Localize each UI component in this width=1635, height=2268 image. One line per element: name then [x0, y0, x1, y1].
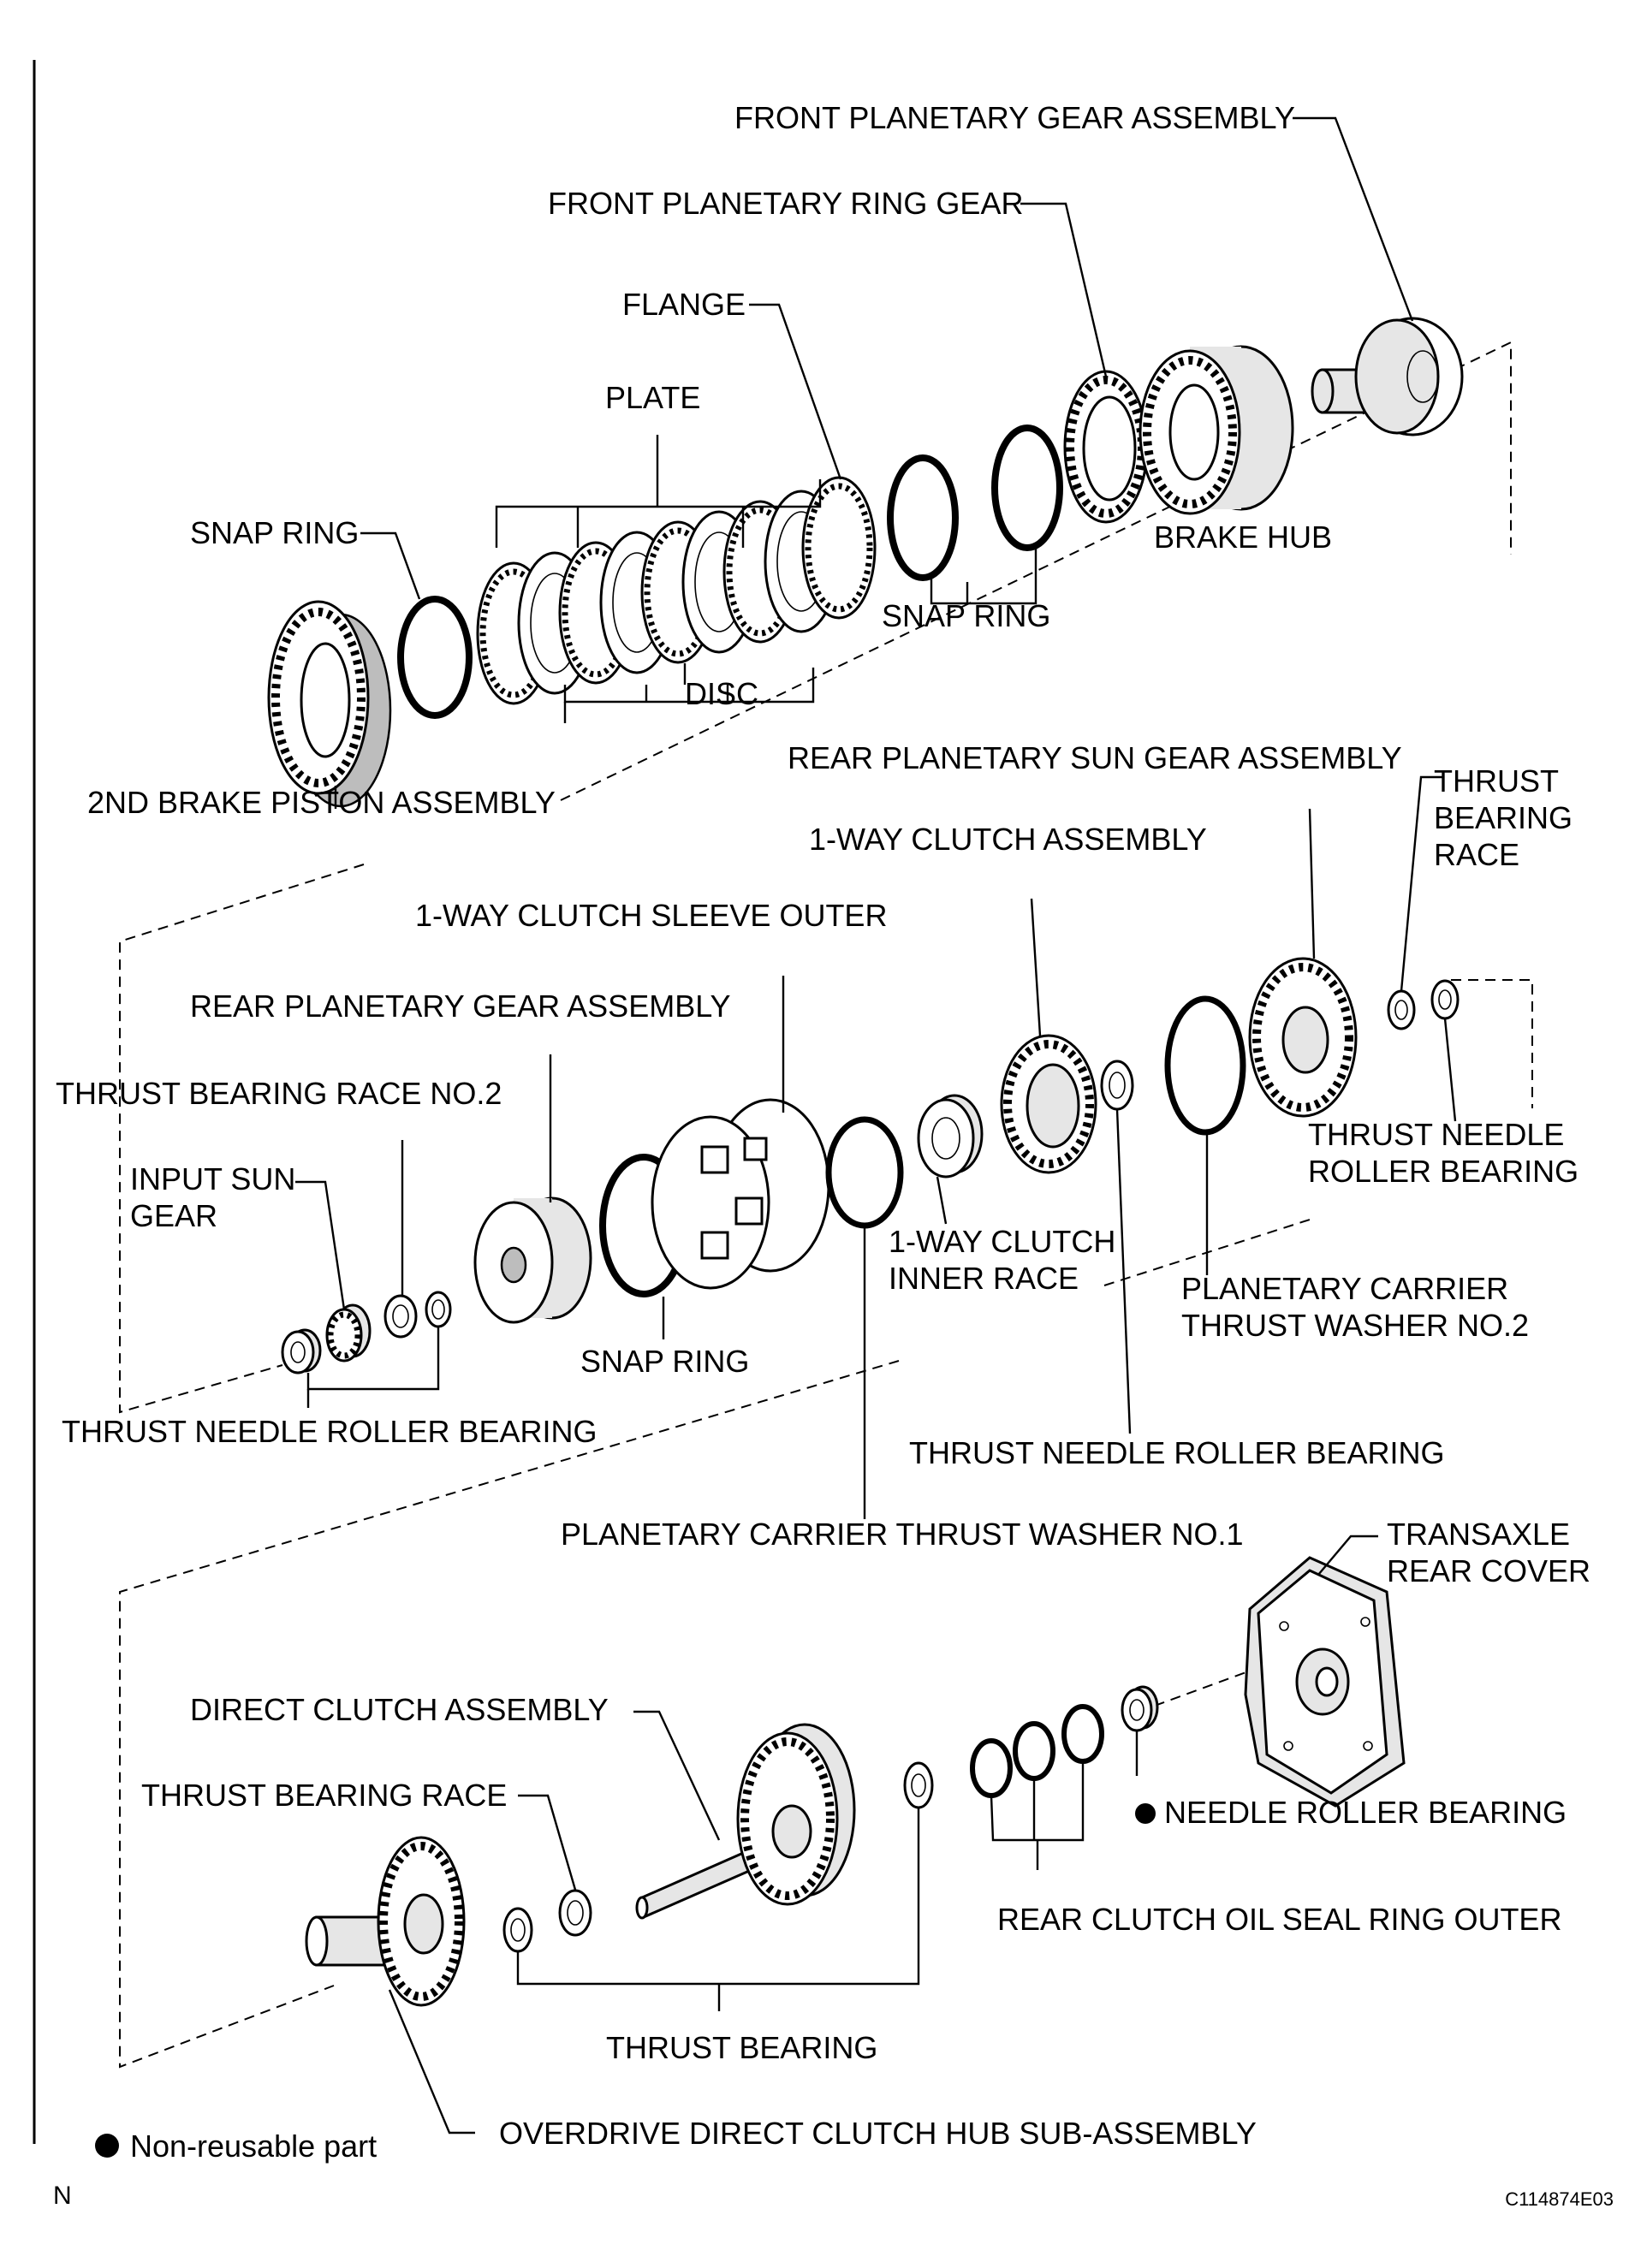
legend-text: Non-reusable part: [130, 2128, 377, 2164]
thrust-bearing-race-part-bottom: [558, 1889, 592, 1937]
second-brake-piston-part: [267, 600, 392, 808]
thrust-needle-bearing-part-2: [425, 1291, 452, 1328]
label-snap-ring-2: SNAP RING: [882, 598, 1050, 633]
label-rear-planetary-sun-gear-assembly: REAR PLANETARY SUN GEAR ASSEMBLY: [788, 740, 1402, 775]
label-thrust-bearing-race-top: THRUST BEARING RACE: [1434, 763, 1581, 872]
label-one-way-clutch-assembly: 1-WAY CLUTCH ASSEMBLY: [809, 822, 1207, 857]
label-disc: DISC: [685, 676, 758, 711]
label-front-planetary-gear-assembly: FRONT PLANETARY GEAR ASSEMBLY: [734, 100, 1295, 135]
label-needle-roller-bearing: NEEDLE ROLLER BEARING: [1164, 1795, 1567, 1830]
snap-ring-part-1: [397, 596, 473, 719]
snap-ring-part-2: [887, 425, 1063, 581]
label-thrust-needle-roller-bearing-left: THRUST NEEDLE ROLLER BEARING: [62, 1414, 597, 1449]
label-snap-ring-3: SNAP RING: [580, 1344, 749, 1379]
label-thrust-bearing-race-bottom: THRUST BEARING RACE: [141, 1778, 507, 1813]
label-rear-clutch-oil-seal-ring-outer: REAR CLUTCH OIL SEAL RING OUTER: [997, 1902, 1561, 1937]
label-overdrive-direct-clutch-hub: OVERDRIVE DIRECT CLUTCH HUB SUB-ASSEMBLY: [499, 2116, 1257, 2151]
one-way-clutch-inner-race-part: [917, 1094, 984, 1179]
clutch-pack-part: [476, 476, 877, 705]
label-plate: PLATE: [605, 380, 700, 415]
label-thrust-needle-roller-bearing-right: THRUST NEEDLE ROLLER BEARING: [1308, 1117, 1579, 1189]
thrust-bearing-race-part-top: [1387, 989, 1416, 1030]
thrust-bearing-part-right: [903, 1761, 934, 1809]
label-thrust-bearing-race-no2: THRUST BEARING RACE NO.2: [56, 1076, 502, 1111]
rear-clutch-oil-seal-ring-part: [970, 1704, 1104, 1798]
transaxle-rear-cover-part: [1244, 1556, 1406, 1808]
labels: FRONT PLANETARY GEAR ASSEMBLY FRONT PLAN…: [56, 100, 1590, 2151]
label-planetary-carrier-thrust-washer-no2: PLANETARY CARRIER THRUST WASHER NO.2: [1181, 1271, 1529, 1343]
thrust-needle-bearing-part-mid: [1100, 1060, 1134, 1111]
thrust-bearing-part-left: [502, 1907, 533, 1953]
label-front-planetary-ring-gear: FRONT PLANETARY RING GEAR: [548, 186, 1023, 221]
filled-circle-icon: [1135, 1803, 1156, 1824]
legend: Non-reusable part: [95, 2128, 377, 2164]
brake-hub-part: [1139, 345, 1294, 515]
direct-clutch-assembly-part: [635, 1723, 856, 1920]
label-transaxle-rear-cover: TRANSAXLE REAR COVER: [1387, 1517, 1590, 1588]
label-snap-ring-1: SNAP RING: [190, 515, 359, 550]
rear-planetary-gear-part: [473, 1196, 592, 1324]
label-one-way-clutch-inner-race: 1-WAY CLUTCH INNER RACE: [889, 1224, 1124, 1296]
one-way-clutch-assembly-part: [1000, 1034, 1097, 1174]
input-sun-gear-part: [325, 1303, 372, 1363]
needle-roller-bearing-part: [1121, 1685, 1159, 1732]
label-rear-planetary-gear-assembly: REAR PLANETARY GEAR ASSEMBLY: [190, 989, 731, 1024]
label-one-way-clutch-sleeve-outer: 1-WAY CLUTCH SLEEVE OUTER: [415, 898, 887, 933]
label-input-sun-gear: INPUT SUN GEAR: [130, 1161, 304, 1233]
label-planetary-carrier-thrust-washer-no1: PLANETARY CARRIER THRUST WASHER NO.1: [561, 1517, 1244, 1552]
planetary-carrier-thrust-washer-no2-part: [1164, 995, 1246, 1136]
thrust-bearing-race-no2-part: [383, 1294, 418, 1339]
thrust-needle-bearing-part-left: [281, 1328, 322, 1374]
label-flange: FLANGE: [622, 287, 746, 322]
label-2nd-brake-piston-assembly: 2ND BRAKE PISTON ASSEMBLY: [87, 785, 556, 820]
planetary-carrier-thrust-washer-no1-part: [825, 1116, 904, 1229]
thrust-needle-bearing-part-right: [1430, 979, 1460, 1020]
rear-planetary-sun-gear-part: [1248, 957, 1358, 1118]
leader-lines: [295, 116, 1457, 2134]
label-direct-clutch-assembly: DIRECT CLUTCH ASSEMBLY: [190, 1692, 609, 1727]
figure-code: C114874E03: [1505, 2188, 1614, 2210]
front-planetary-gear-part: [1311, 317, 1464, 436]
overdrive-direct-clutch-hub-part: [305, 1836, 466, 2007]
corner-letter: N: [53, 2182, 72, 2210]
label-brake-hub: BRAKE HUB: [1154, 520, 1332, 555]
one-way-clutch-sleeve-outer-part: [651, 1098, 830, 1290]
filled-circle-icon: [95, 2134, 119, 2158]
front-planetary-ring-gear-part: [1063, 370, 1149, 524]
label-thrust-needle-roller-bearing-mid: THRUST NEEDLE ROLLER BEARING: [909, 1435, 1444, 1470]
label-thrust-bearing: THRUST BEARING: [606, 2030, 877, 2065]
